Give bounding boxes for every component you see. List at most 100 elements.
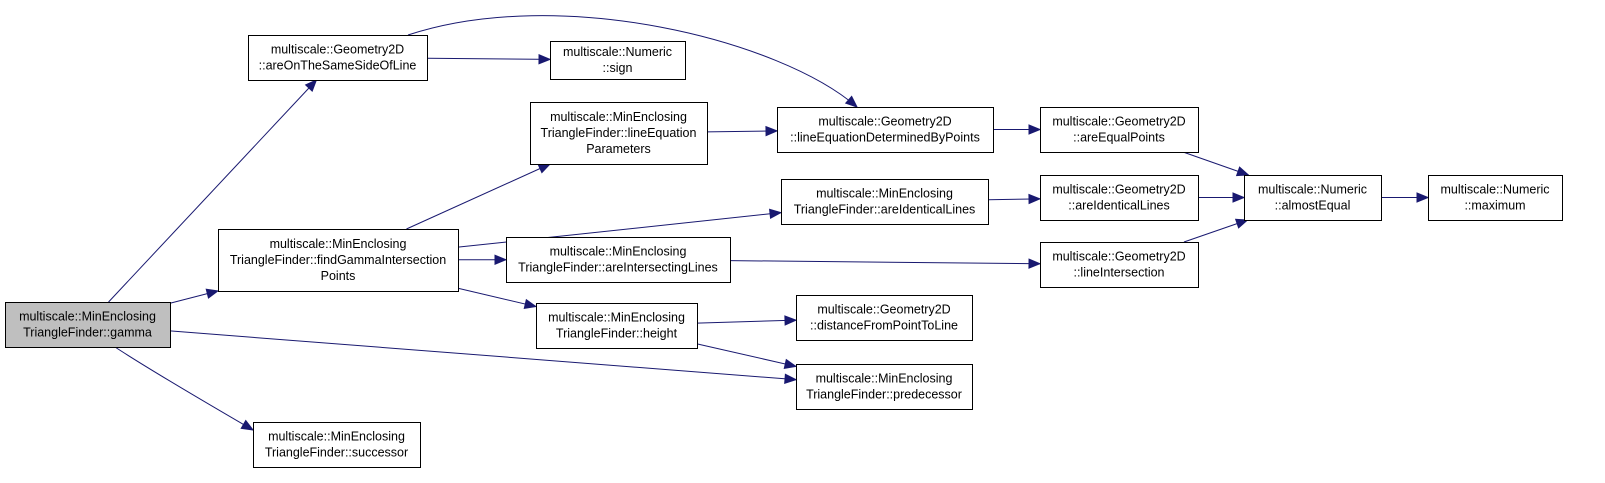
edge-gamma-to-are-on-the-same-side-of-line <box>108 79 318 303</box>
node-box <box>550 41 686 80</box>
node-maximum[interactable]: multiscale::Numeric::maximum <box>1428 175 1563 221</box>
arrow-head <box>523 298 538 310</box>
node-gamma[interactable]: multiscale::MinEnclosingTriangleFinder::… <box>5 302 171 348</box>
edge-gamma-to-find-gamma-intersection-points <box>169 288 220 304</box>
arrow-head <box>1028 193 1042 205</box>
arrow-head <box>240 419 255 431</box>
node-label-line: ::almostEqual <box>1275 199 1351 213</box>
arrow-head <box>494 254 508 265</box>
node-box <box>506 237 731 283</box>
node-box <box>218 229 459 292</box>
edge-are-identical-lines-mef-to-are-identical-lines-g2-d <box>987 193 1042 205</box>
edge-line <box>108 79 317 303</box>
node-box <box>248 35 428 81</box>
arrow-head <box>844 95 858 108</box>
node-sign[interactable]: multiscale::Numeric::sign <box>550 41 686 80</box>
node-box <box>1040 242 1199 288</box>
edge-find-gamma-intersection-points-to-height <box>457 287 538 310</box>
node-label-line: multiscale::Numeric <box>1258 183 1367 197</box>
edge-find-gamma-intersection-points-to-line-equation-parameters <box>406 163 552 230</box>
node-label-line: TriangleFinder::findGammaIntersection <box>230 253 446 267</box>
edge-line <box>406 163 551 230</box>
node-line-equation-determined-by-points[interactable]: multiscale::Geometry2D::lineEquationDete… <box>777 107 994 153</box>
edge-line <box>114 346 254 431</box>
node-box <box>796 364 973 410</box>
node-box <box>5 302 171 348</box>
edge-are-on-the-same-side-of-line-to-line-equation-determined-by-points <box>407 15 858 108</box>
node-box <box>530 102 708 165</box>
node-label-line: multiscale::Numeric <box>563 45 672 59</box>
node-label-line: multiscale::MinEnclosing <box>548 311 685 325</box>
node-label-line: multiscale::MinEnclosing <box>19 310 156 324</box>
node-box <box>536 303 698 349</box>
node-label-line: multiscale::Geometry2D <box>1052 183 1185 197</box>
node-box <box>1428 175 1563 221</box>
node-label-line: multiscale::Geometry2D <box>818 115 951 129</box>
node-label-line: TriangleFinder::gamma <box>23 326 152 340</box>
node-label-line: ::lineIntersection <box>1073 266 1164 280</box>
arrow-head <box>304 79 318 92</box>
node-label-line: multiscale::MinEnclosing <box>816 187 953 201</box>
node-almost-equal[interactable]: multiscale::Numeric::almostEqual <box>1244 175 1382 221</box>
node-find-gamma-intersection-points[interactable]: multiscale::MinEnclosingTriangleFinder::… <box>218 229 459 292</box>
edge-line <box>729 260 1041 265</box>
edge-line <box>696 343 797 367</box>
node-label-line: TriangleFinder::predecessor <box>806 388 962 402</box>
node-label-line: ::lineEquationDeterminedByPoints <box>790 131 980 145</box>
node-distance-from-point-to-line[interactable]: multiscale::Geometry2D::distanceFromPoin… <box>796 295 973 341</box>
node-label-line: multiscale::MinEnclosing <box>550 245 687 259</box>
node-label-line: ::distanceFromPointToLine <box>810 319 958 333</box>
edge-height-to-distance-from-point-to-line <box>696 315 798 326</box>
node-are-identical-lines-mef[interactable]: multiscale::MinEnclosingTriangleFinder::… <box>781 179 989 225</box>
arrow-head <box>783 358 798 369</box>
node-are-identical-lines-g2-d[interactable]: multiscale::Geometry2D::areIdenticalLine… <box>1040 175 1199 221</box>
edge-line <box>457 287 537 308</box>
arrow-head <box>1028 124 1042 135</box>
arrow-head <box>1028 258 1042 269</box>
node-are-on-the-same-side-of-line[interactable]: multiscale::Geometry2D::areOnTheSameSide… <box>248 35 428 81</box>
node-label-line: ::maximum <box>1464 199 1525 213</box>
nodes-layer: multiscale::MinEnclosingTriangleFinder::… <box>5 35 1563 468</box>
node-label-line: multiscale::Numeric <box>1440 183 1549 197</box>
arrow-head <box>784 315 798 326</box>
edge-are-on-the-same-side-of-line-to-sign <box>426 54 552 65</box>
edge-line <box>426 57 551 60</box>
edge-line-equation-determined-by-points-to-are-equal-points <box>993 124 1042 135</box>
node-label-line: TriangleFinder::height <box>556 327 678 341</box>
node-label-line: multiscale::Geometry2D <box>1052 250 1185 264</box>
arrow-head <box>1234 218 1249 229</box>
edge-find-gamma-intersection-points-to-are-intersecting-lines <box>457 254 508 265</box>
node-line-equation-parameters[interactable]: multiscale::MinEnclosingTriangleFinder::… <box>530 102 708 165</box>
node-are-intersecting-lines[interactable]: multiscale::MinEnclosingTriangleFinder::… <box>506 237 731 283</box>
edge-line <box>169 330 797 381</box>
edge-are-identical-lines-g2-d-to-almost-equal <box>1198 192 1246 203</box>
node-are-equal-points[interactable]: multiscale::Geometry2D::areEqualPoints <box>1040 107 1199 153</box>
node-predecessor[interactable]: multiscale::MinEnclosingTriangleFinder::… <box>796 364 973 410</box>
arrow-head <box>205 288 220 299</box>
node-label-line: ::areOnTheSameSideOfLine <box>259 59 417 73</box>
node-label-line: multiscale::MinEnclosing <box>550 110 687 124</box>
node-label-line: Parameters <box>586 142 651 156</box>
node-box <box>781 179 989 225</box>
node-label-line: multiscale::Geometry2D <box>817 303 950 317</box>
edge-line-intersection-to-almost-equal <box>1183 218 1249 243</box>
node-line-intersection[interactable]: multiscale::Geometry2D::lineIntersection <box>1040 242 1199 288</box>
edge-line <box>407 15 858 108</box>
edge-line <box>696 319 797 324</box>
arrow-head <box>784 373 798 384</box>
edges-layer <box>108 15 1430 431</box>
node-label-line: ::areEqualPoints <box>1073 131 1165 145</box>
node-box <box>777 107 994 153</box>
node-label-line: TriangleFinder::areIntersectingLines <box>518 261 718 275</box>
arrow-head <box>1232 192 1246 203</box>
node-box <box>796 295 973 341</box>
node-label-line: multiscale::Geometry2D <box>1052 115 1185 129</box>
edge-gamma-to-successor <box>114 346 255 431</box>
node-label-line: multiscale::Geometry2D <box>271 43 404 57</box>
node-successor[interactable]: multiscale::MinEnclosingTriangleFinder::… <box>253 422 421 468</box>
arrow-head <box>537 163 552 174</box>
node-box <box>253 422 421 468</box>
arrow-head <box>1416 192 1430 203</box>
node-height[interactable]: multiscale::MinEnclosingTriangleFinder::… <box>536 303 698 349</box>
